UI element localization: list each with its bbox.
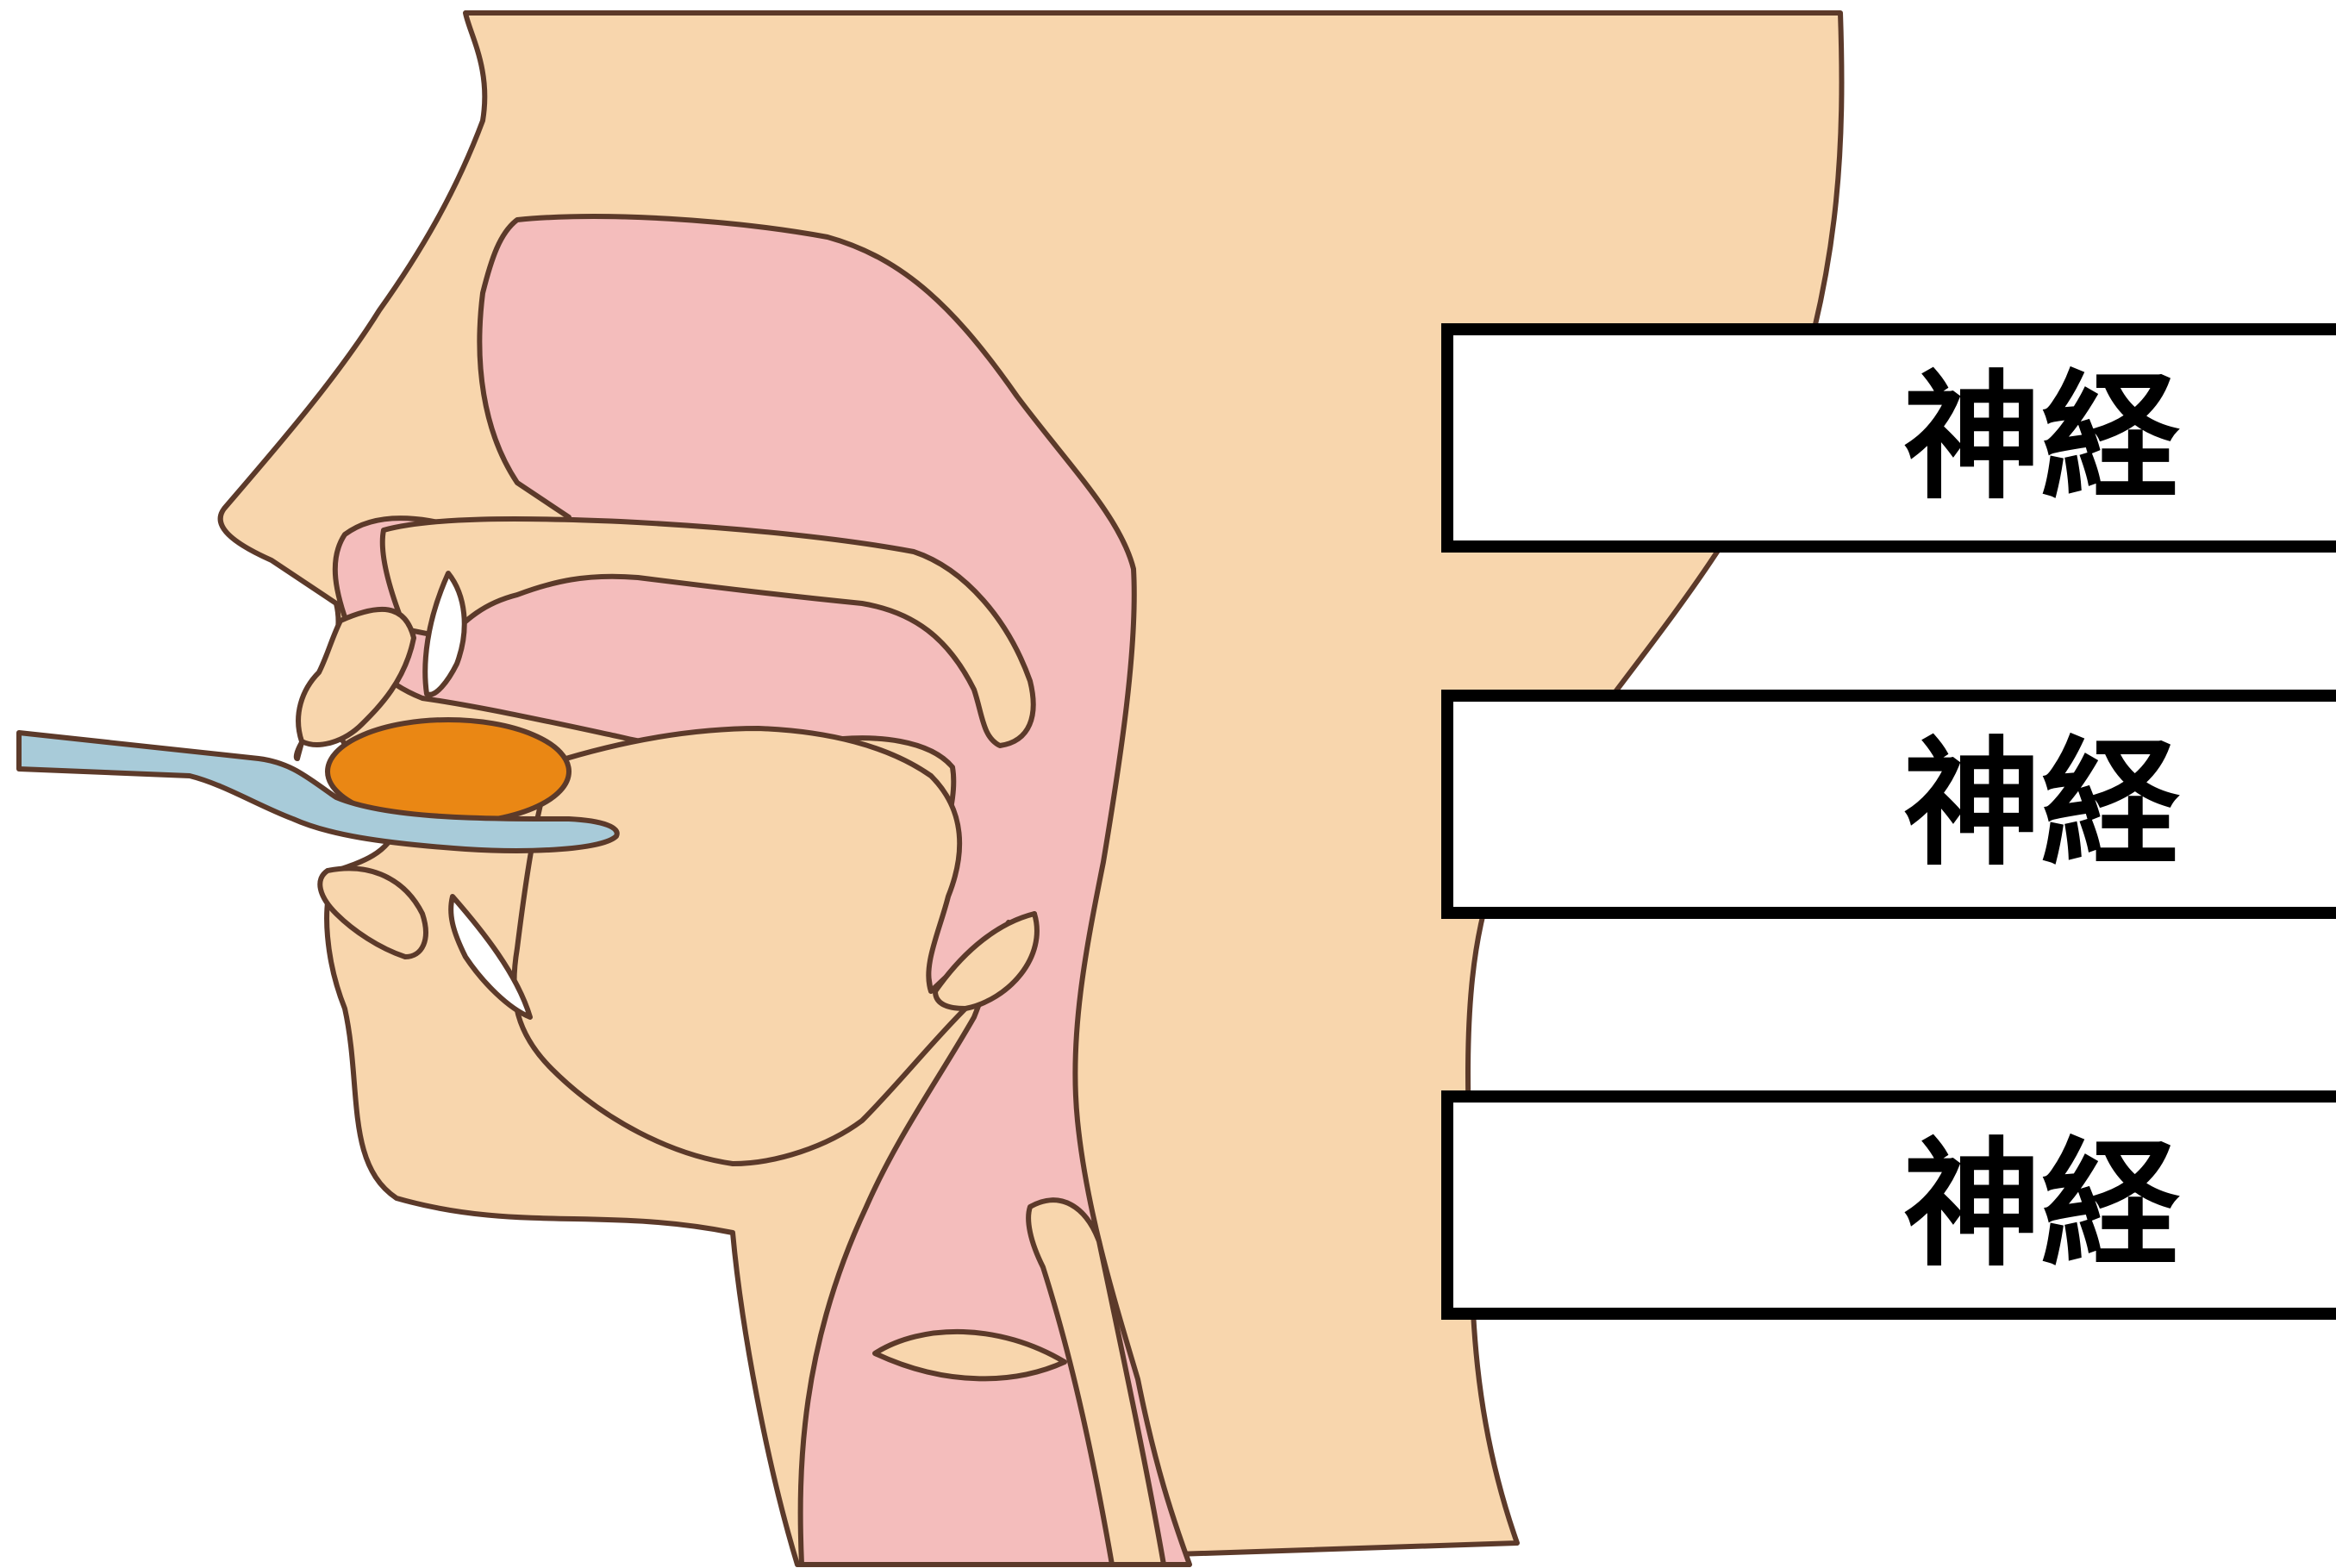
label-box-3[interactable]: 神経 — [1441, 1090, 2336, 1320]
label-text-1: 神経 — [1903, 369, 2179, 507]
label-box-1[interactable]: 神経 — [1441, 323, 2336, 553]
label-text-2: 神経 — [1903, 735, 2179, 873]
label-box-2[interactable]: 神経 — [1441, 690, 2336, 919]
label-text-3: 神経 — [1903, 1136, 2179, 1274]
